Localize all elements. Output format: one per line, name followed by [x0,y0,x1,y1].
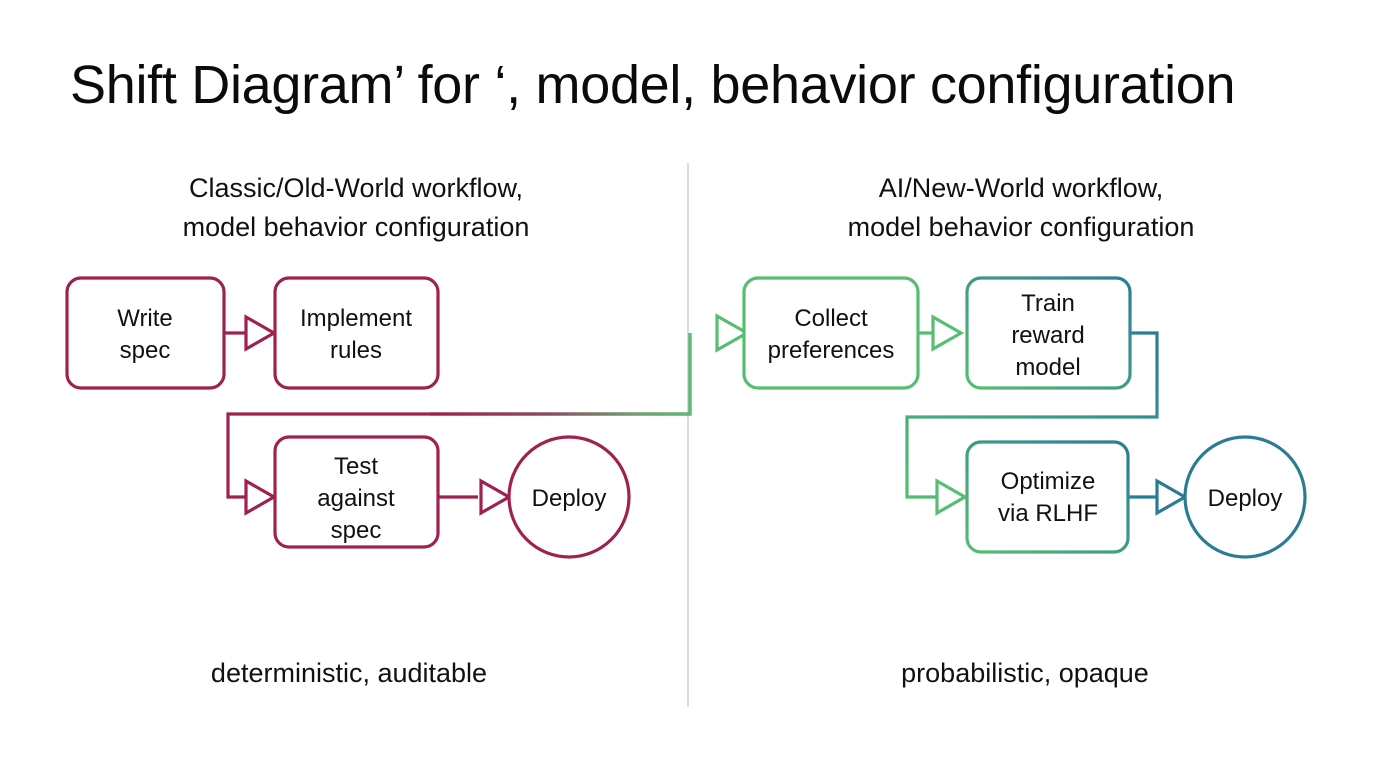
implement-rules-label-line1: Implement [300,305,412,332]
right-column-heading-line2: model behavior configuration [848,212,1195,242]
test-against-spec-label-line1: Test [334,453,378,480]
optimize-via-rlhf-label-line1: Optimize [1001,468,1096,495]
test-against-spec-box[interactable] [273,435,440,549]
edge-crossing-feedback-upper [430,333,692,416]
node-implement-rules[interactable]: Implement rules [273,276,440,390]
arrowhead-to-collect-preferences [715,313,751,353]
right-column-heading-line1: AI/New-World workflow, [879,173,1164,203]
left-column-heading-line1: Classic/Old-World workflow, [189,173,523,203]
deploy-right-label: Deploy [1208,485,1283,512]
train-reward-model-label-line1: Train [1021,290,1075,317]
arrowhead-to-deploy-right [1155,478,1189,516]
train-reward-model-box[interactable] [965,276,1132,390]
arrowhead-to-test-against-spec [244,478,278,516]
right-column-caption: probabilistic, opaque [901,658,1149,688]
optimize-via-rlhf-box[interactable] [965,440,1130,554]
collect-preferences-label-line1: Collect [794,305,868,332]
implement-rules-box[interactable] [273,276,440,390]
node-test-against-spec[interactable]: Test against spec [273,435,440,549]
optimize-via-rlhf-label-line2: via RLHF [998,500,1098,527]
arrowhead-to-optimize-via-rlhf [935,478,969,516]
write-spec-label-line2: spec [120,337,171,364]
node-collect-preferences[interactable]: Collect preferences [742,276,920,390]
deploy-left-circle[interactable] [507,435,631,559]
test-against-spec-label-line3: spec [331,517,382,544]
collect-preferences-box[interactable] [742,276,920,390]
left-column-heading-line2: model behavior configuration [183,212,530,242]
write-spec-label-line1: Write [117,305,173,332]
test-against-spec-label-line2: against [317,485,395,512]
deploy-right-circle[interactable] [1183,435,1307,559]
train-reward-model-label-line2: reward [1011,322,1084,349]
deploy-left-label: Deploy [532,485,607,512]
arrowhead-to-implement-rules [244,314,278,352]
arrowhead-to-train-reward-model [931,314,965,352]
node-deploy-right[interactable]: Deploy [1183,435,1307,559]
node-optimize-via-rlhf[interactable]: Optimize via RLHF [965,440,1130,554]
left-column-caption: deterministic, auditable [211,658,487,688]
page-title: Shift Diagram’ for ‘, model, behavior co… [70,55,1235,115]
node-write-spec[interactable]: Write spec [65,276,226,390]
node-train-reward-model[interactable]: Train reward model [965,276,1132,390]
node-deploy-left[interactable]: Deploy [507,435,631,559]
arrowhead-to-deploy-left [479,478,513,516]
train-reward-model-label-line3: model [1015,354,1080,381]
implement-rules-label-line2: rules [330,337,382,364]
collect-preferences-label-line2: preferences [768,337,895,364]
edge-train-reward-model-to-optimize-via-rlhf [905,331,1159,499]
write-spec-box[interactable] [65,276,226,390]
